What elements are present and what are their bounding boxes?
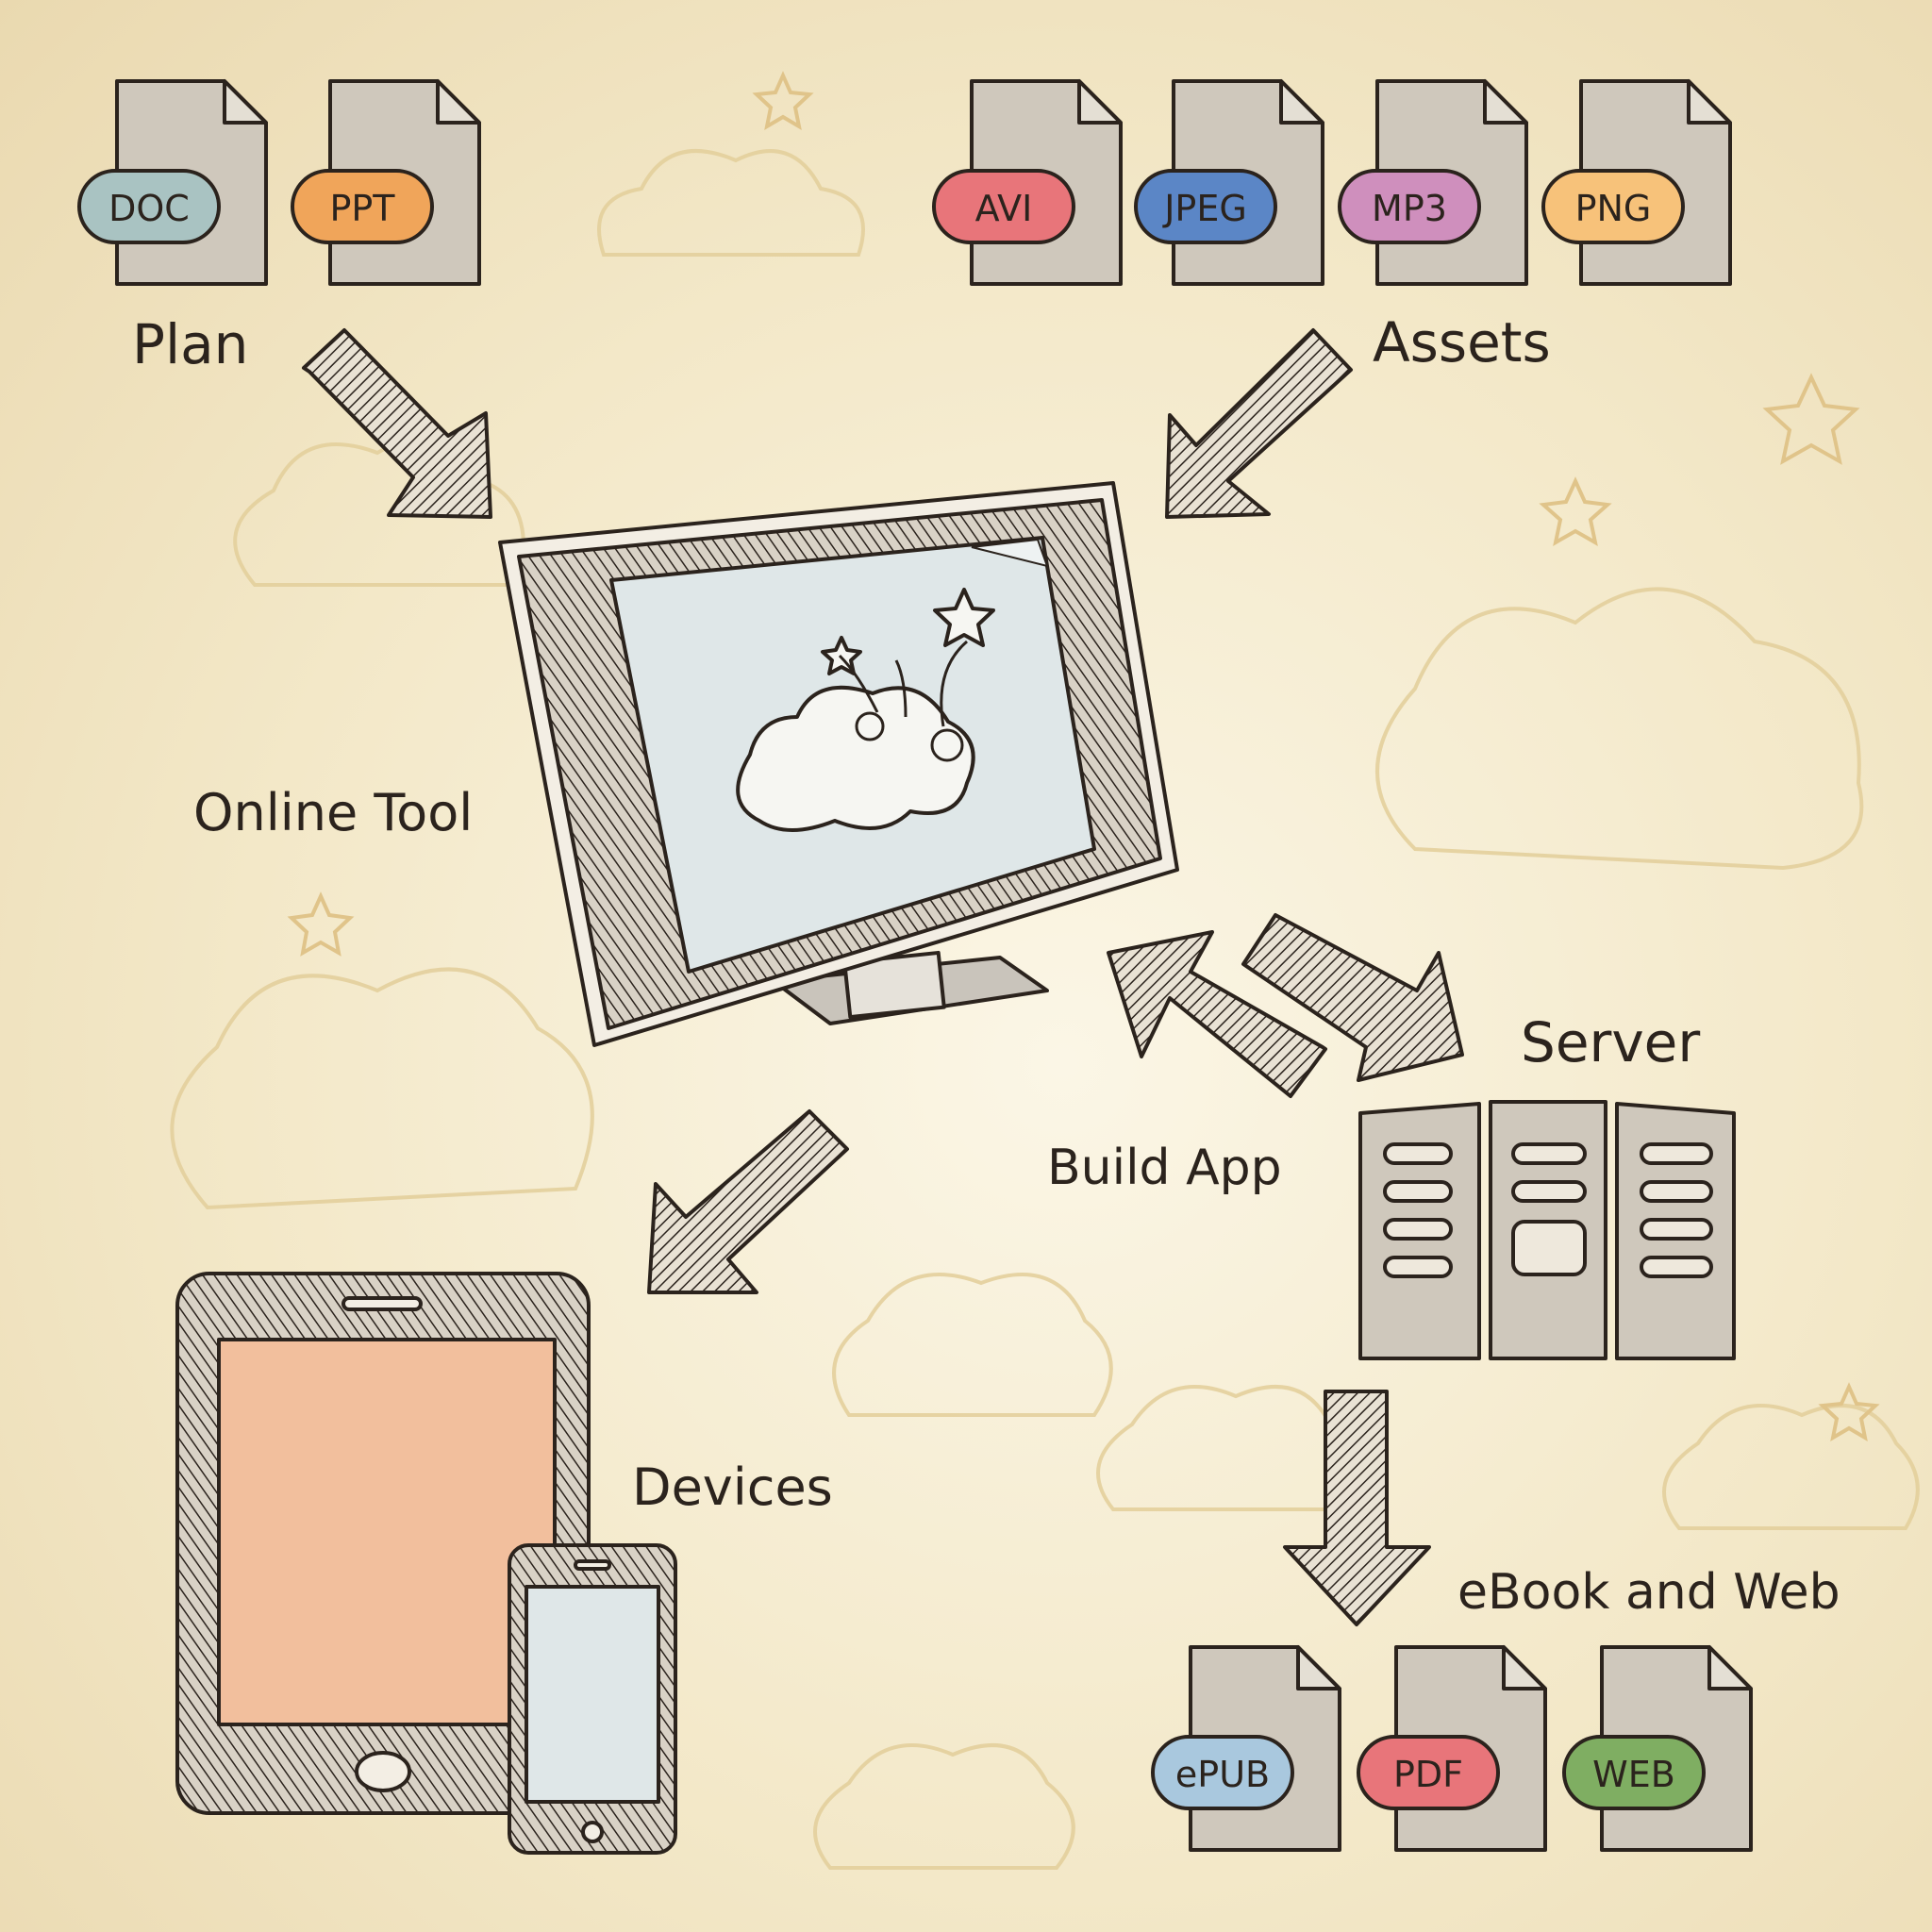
tablet-icon: [175, 1272, 591, 1815]
output-file-icon: WEB: [1562, 1645, 1753, 1852]
online-tool-label: Online Tool: [193, 783, 473, 842]
assets-to-tool-arrow: [1165, 328, 1353, 519]
plan-file-icon: PPT: [291, 79, 481, 286]
asset-file-label: PNG: [1575, 188, 1652, 229]
output-file-label: WEB: [1592, 1754, 1675, 1795]
screen-star-icon: [933, 588, 995, 647]
bg-star-icon: [1818, 1382, 1880, 1441]
output-file-icon: ePUB: [1151, 1645, 1341, 1852]
asset-file-tag: [1134, 169, 1277, 244]
tool-to-server-arrow: [1241, 913, 1464, 1082]
assets-label: Assets: [1373, 310, 1551, 375]
asset-file-icon: AVI: [932, 79, 1123, 286]
devices-label: Devices: [632, 1457, 833, 1517]
server-to-ebook-arrow: [1283, 1390, 1431, 1626]
screen-cloud-icon: [736, 685, 975, 832]
plan-files: DOC PPT: [77, 79, 481, 286]
bg-star-icon: [1762, 373, 1860, 465]
server-label: Server: [1521, 1010, 1700, 1074]
bg-star-icon: [752, 71, 814, 130]
bg-cloud-icon: [832, 1273, 1113, 1417]
plan-file-label: PPT: [329, 188, 395, 229]
asset-file-icon: JPEG: [1134, 79, 1324, 286]
asset-files: AVI JPEG MP3 PNG: [932, 79, 1732, 286]
plan-label: Plan: [132, 312, 248, 376]
plan-file-icon: DOC: [77, 79, 268, 286]
asset-file-label: JPEG: [1162, 188, 1247, 229]
bg-cloud-icon: [233, 437, 525, 587]
asset-file-icon: MP3: [1338, 79, 1528, 286]
asset-file-icon: PNG: [1541, 79, 1732, 286]
bg-star-icon: [1539, 476, 1612, 546]
bg-cloud-icon: [1662, 1404, 1920, 1530]
bg-cloud-icon: [170, 967, 594, 1210]
output-file-tag: [1151, 1735, 1294, 1810]
tool-to-devices-arrow: [647, 1109, 849, 1294]
build-app-label: Build App: [1047, 1140, 1282, 1196]
monitor-icon: [498, 481, 1179, 1047]
plan-file-label: DOC: [108, 188, 190, 229]
asset-file-tag: [1541, 169, 1685, 244]
ebook-and-web-label: eBook and Web: [1457, 1564, 1840, 1621]
bg-star-icon: [287, 891, 355, 957]
server-to-tool-arrow: [1107, 930, 1327, 1098]
plan-file-tag: [77, 169, 221, 244]
asset-file-label: MP3: [1372, 188, 1447, 229]
asset-file-label: AVI: [975, 188, 1033, 229]
background-decoration: [170, 71, 1920, 1870]
output-files: ePUB PDF WEB: [1151, 1645, 1753, 1852]
server-icon: [1358, 1100, 1736, 1360]
phone-icon: [508, 1543, 677, 1855]
bg-cloud-icon: [1375, 587, 1864, 871]
output-file-tag: [1562, 1735, 1706, 1810]
plan-file-tag: [291, 169, 434, 244]
asset-file-tag: [1338, 169, 1481, 244]
asset-file-tag: [932, 169, 1075, 244]
plan-to-tool-arrow: [302, 328, 492, 519]
bg-cloud-icon: [597, 149, 865, 257]
arrows: [302, 328, 1464, 1626]
output-file-tag: [1357, 1735, 1500, 1810]
output-file-label: PDF: [1393, 1754, 1463, 1795]
bg-cloud-icon: [813, 1743, 1075, 1870]
output-file-icon: PDF: [1357, 1645, 1547, 1852]
bg-cloud-icon: [1096, 1385, 1358, 1511]
output-file-label: ePUB: [1175, 1754, 1270, 1795]
